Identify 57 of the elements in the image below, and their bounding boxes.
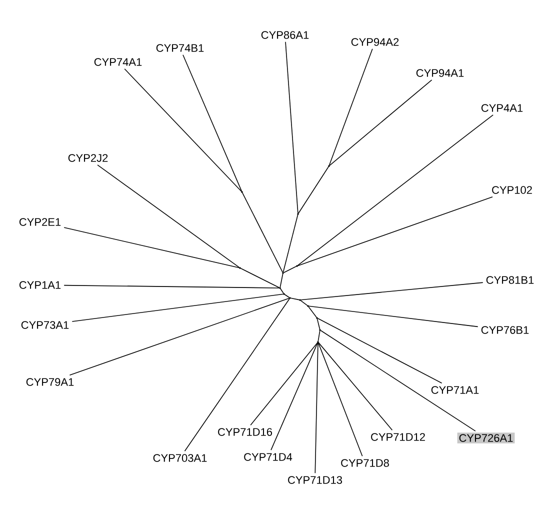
tree-branch [314, 342, 318, 474]
leaf-label: CYP79A1 [26, 378, 74, 386]
leaf-label: CYP1A1 [19, 281, 61, 289]
tree-branch [240, 268, 280, 288]
tree-branch [182, 54, 242, 192]
tree-branch [318, 330, 320, 342]
tree-branch [283, 266, 297, 273]
leaf-label: CYP76B1 [481, 326, 529, 334]
tree-branch [308, 306, 317, 318]
tree-branch [318, 342, 363, 456]
leaf-label: CYP94A2 [351, 38, 399, 46]
tree-branch [320, 330, 476, 432]
tree-branch [318, 342, 393, 430]
leaf-label: CYP2E1 [19, 218, 61, 226]
tree-branch [124, 68, 242, 192]
tree-branch [300, 300, 308, 306]
highlighted-label: CYP726A1 [457, 432, 515, 444]
tree-branch [290, 298, 300, 300]
leaf-label: CYP71D12 [371, 433, 425, 441]
leaf-label: CYP73A1 [21, 321, 69, 329]
leaf-label: CYP71D16 [218, 428, 272, 436]
tree-branch [298, 166, 329, 214]
tree-branch [250, 342, 318, 426]
tree-branch [282, 214, 298, 273]
leaf-label: CYP81B1 [486, 276, 534, 284]
leaf-label: CYP71D8 [341, 459, 389, 467]
tree-branch [300, 282, 484, 300]
tree-branch [280, 288, 284, 294]
tree-branch [285, 42, 298, 214]
leaf-label: CYP86A1 [261, 31, 309, 39]
tree-branch [328, 48, 373, 166]
leaf-label: CYP703A1 [153, 454, 207, 462]
tree-branch [280, 273, 284, 288]
tree-branch [329, 80, 432, 166]
leaf-label: CYP71A1 [431, 386, 479, 394]
tree-branch [64, 284, 280, 288]
tree-branch [284, 294, 290, 298]
tree-branch [297, 114, 494, 266]
tree-branch [242, 192, 283, 273]
tree-branch [317, 318, 442, 384]
tree-branch [69, 298, 290, 376]
tree-branch [72, 294, 284, 322]
leaf-label: CYP74B1 [156, 44, 204, 52]
leaf-label: CYP4A1 [481, 104, 523, 112]
leaf-label: CYP74A1 [94, 58, 142, 66]
tree-branch [97, 164, 240, 268]
tree-branch [308, 306, 478, 328]
tree-branch [270, 342, 318, 450]
tree-branch [316, 318, 320, 330]
leaf-label: CYP102 [492, 186, 532, 194]
tree-branch [297, 196, 493, 266]
tree-branch [184, 298, 290, 452]
leaf-label: CYP71D4 [244, 453, 292, 461]
leaf-label: CYP2J2 [68, 154, 108, 162]
leaf-label: CYP94A1 [416, 69, 464, 77]
leaf-label: CYP71D13 [288, 476, 342, 484]
tree-branch [64, 227, 240, 268]
